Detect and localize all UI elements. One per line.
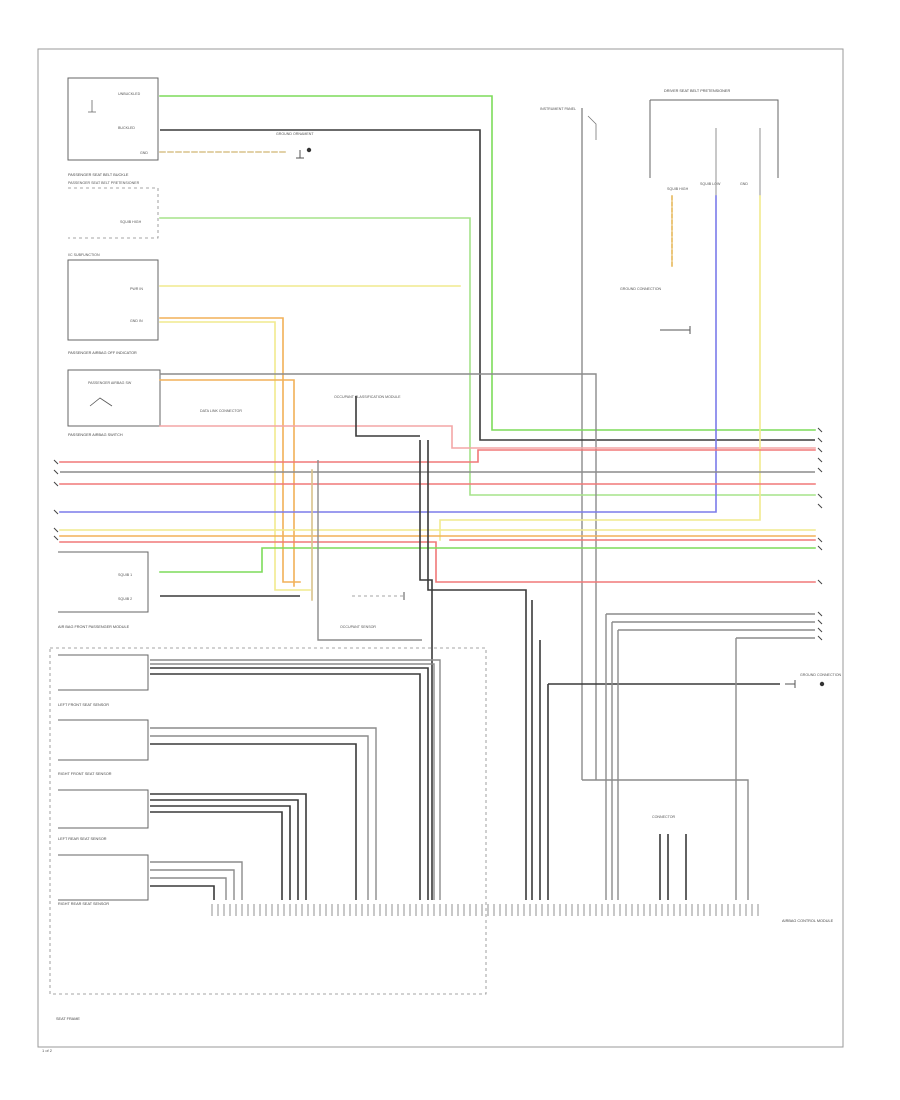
pin-label: BUCKLED xyxy=(118,126,135,130)
pin-label: GND xyxy=(740,182,748,186)
component-label: INSTRUMENT PANEL xyxy=(540,107,576,111)
component-label: LEFT REAR SEAT SENSOR xyxy=(58,837,107,841)
pin-label: SQUIB 2 xyxy=(118,597,132,601)
component-label: GROUND CONNECTION xyxy=(620,287,662,291)
right-connector-stubs xyxy=(817,427,823,641)
component-label: I/C SUBFUNCTION xyxy=(68,253,100,257)
component-label: DATA LINK CONNECTOR xyxy=(200,409,242,413)
component-label: LEFT FRONT SEAT SENSOR xyxy=(58,703,109,707)
mid-wires xyxy=(59,396,816,900)
pin-label: GND IN xyxy=(130,319,143,323)
pin-label: PASSENGER AIRBAG SW xyxy=(88,381,132,385)
occupant-module: OCCUPANT CLASSIFICATION MODULE DATA LINK… xyxy=(200,395,401,629)
component-label: PASSENGER AIRBAG OFF INDICATOR xyxy=(68,351,137,355)
component-label: RIGHT FRONT SEAT SENSOR xyxy=(58,772,112,776)
component-label: PASSENGER SEAT BELT BUCKLE xyxy=(68,173,129,177)
component-label: CONNECTOR xyxy=(652,815,675,819)
component-label: GROUND CONNECTION xyxy=(800,673,842,677)
ground-top: GROUND ORNAMENT xyxy=(276,132,314,159)
component-label: SEAT FRAME xyxy=(56,1017,80,1021)
pin-label: GND xyxy=(140,151,148,155)
component-label: OCCUPANT CLASSIFICATION MODULE xyxy=(334,395,401,399)
passenger-module: SQUIB 1 SQUIB 2 AIR BAG FRONT PASSENGER … xyxy=(58,551,405,629)
component-label: OCCUPANT SENSOR xyxy=(340,625,376,629)
seat-frame: SEAT FRAME LEFT FRONT SEAT SENSOR RIGHT … xyxy=(49,647,487,1021)
diagram-frame xyxy=(37,48,844,1048)
pin-label: SQUIB HIGH xyxy=(667,187,689,191)
component-label: PASSENGER SEAT BELT PRETENSIONER xyxy=(68,181,140,185)
pin-label: SQUIB 1 xyxy=(118,573,132,577)
bottom-pin-row xyxy=(211,904,759,916)
pin-label: UNBUCKLED xyxy=(118,92,141,96)
page-number: 1 of 2 xyxy=(42,1048,53,1053)
passenger-pretensioner: PASSENGER SEAT BELT PRETENSIONER SQUIB H… xyxy=(68,181,159,239)
upper-wires xyxy=(59,95,816,780)
ground-right: GROUND CONNECTION xyxy=(785,673,842,688)
ground-top-label: GROUND ORNAMENT xyxy=(276,132,314,136)
component-label: DRIVER SEAT BELT PRETENSIONER xyxy=(664,89,730,93)
instrument-panel-feed: INSTRUMENT PANEL xyxy=(540,107,597,780)
ground-mid: GROUND CONNECTION xyxy=(620,287,691,334)
left-connector-stubs xyxy=(53,459,59,541)
pin-label: SQUIB LOW xyxy=(700,182,721,186)
right-buses: CONNECTOR AIRBAG CONTROL MODULE xyxy=(531,600,834,923)
ic-display: I/C SUBFUNCTION PWR IN GND IN PASSENGER … xyxy=(67,253,159,355)
component-label: AIR BAG FRONT PASSENGER MODULE xyxy=(58,625,130,629)
component-label: PASSENGER AIRBAG SWITCH xyxy=(68,433,123,437)
component-label: AIRBAG CONTROL MODULE xyxy=(782,919,834,923)
component-label: RIGHT REAR SEAT SENSOR xyxy=(58,902,109,906)
driver-pretensioner: DRIVER SEAT BELT PRETENSIONER SQUIB HIGH… xyxy=(649,89,779,196)
pin-label: PWR IN xyxy=(130,287,143,291)
pin-label: SQUIB HIGH xyxy=(120,220,142,224)
passenger-buckle: UNBUCKLED BUCKLED GND PASSENGER SEAT BEL… xyxy=(67,77,159,177)
passenger-airbag-switch: PASSENGER AIRBAG SW PASSENGER AIRBAG SWI… xyxy=(67,369,161,437)
